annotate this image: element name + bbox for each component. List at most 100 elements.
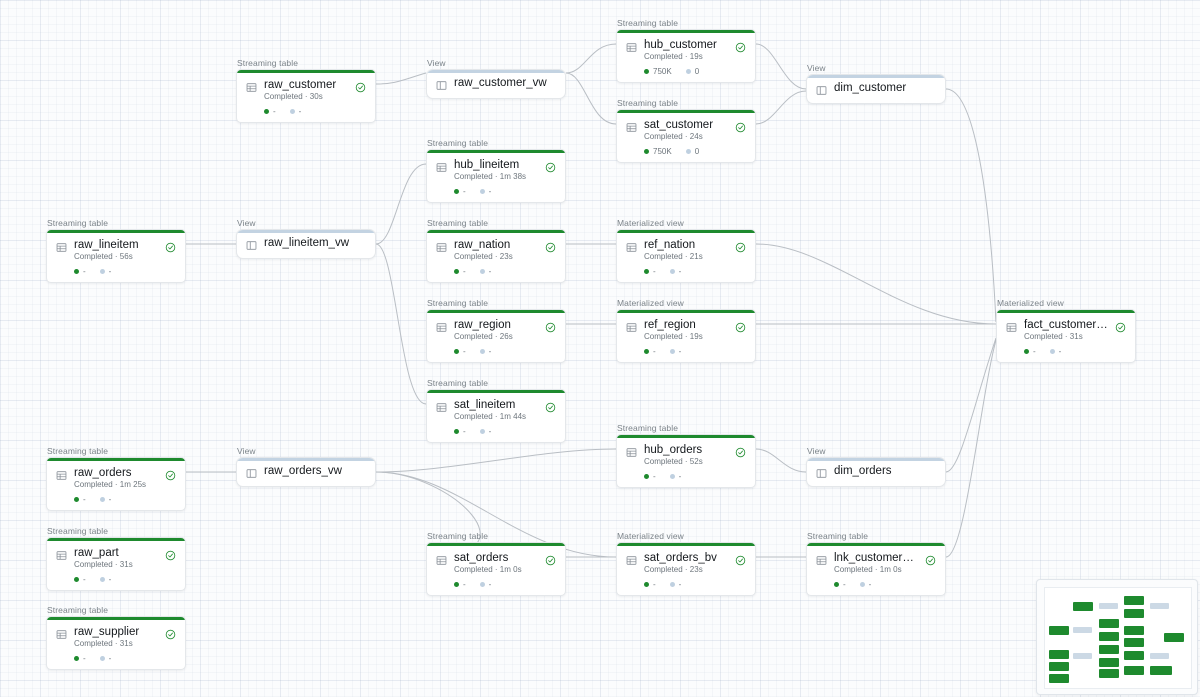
metric-rows-dropped-value: 0 [694,147,700,156]
minimap-viewport[interactable] [1044,587,1192,689]
node-status-bar [47,230,185,233]
metric-rows-dropped: - [99,267,111,276]
node-card[interactable]: lnk_customer_ord...Completed · 1m 0s-- [806,542,946,596]
node-metrics: -- [617,574,755,589]
blue-dot-icon [1049,349,1055,354]
node-metrics: -- [47,261,185,276]
metric-rows-written-value: - [83,654,86,663]
metric-rows-written: - [264,107,276,116]
graph-node-fact_customer_or[interactable]: Materialized viewfact_customer_or...Comp… [996,298,1136,363]
table-icon [626,40,637,52]
metric-rows-dropped-value: 0 [694,67,700,76]
node-header-row: raw_orders [47,458,185,480]
node-card[interactable]: fact_customer_or...Completed · 31s-- [996,309,1136,363]
metric-rows-written-value: - [463,187,466,196]
node-card[interactable]: raw_lineitem_vw [236,229,376,259]
metric-rows-written: 750K [644,147,672,156]
node-title: hub_customer [644,39,717,51]
node-type-label: Streaming table [427,138,489,148]
table-icon [246,80,257,92]
node-metrics: -- [617,341,755,356]
node-header-row: raw_customer_vw [427,70,565,90]
blue-dot-icon [479,582,485,587]
check-circle-icon [735,120,746,132]
metric-rows-dropped-value: - [678,267,682,276]
node-status-bar [807,75,945,78]
node-header-row: raw_region [427,310,565,332]
minimap-node [1073,653,1092,659]
metric-rows-written: - [74,267,86,276]
minimap[interactable] [1036,579,1198,695]
node-title: raw_supplier [74,626,140,638]
node-header-row: sat_customer [617,110,755,132]
node-card[interactable]: dim_orders [806,457,946,487]
view-icon [816,83,827,95]
node-title: sat_orders [454,552,509,564]
node-header-row: raw_customer [237,70,375,92]
blue-dot-icon [669,582,675,587]
node-header-row: raw_part [47,538,185,560]
node-status-text: Completed · 23s [644,565,703,574]
node-type-label: View [807,63,826,73]
node-card[interactable]: raw_orders_vw [236,457,376,487]
metric-rows-dropped-value: - [678,580,682,589]
table-icon [626,320,637,332]
node-status-text: Completed · 23s [454,252,513,261]
node-card[interactable]: raw_customer_vw [426,69,566,99]
minimap-node [1150,653,1169,659]
graph-node-lnk_customer_ord[interactable]: Streaming tablelnk_customer_ord...Comple… [806,531,946,596]
check-circle-icon [925,553,936,565]
metric-rows-dropped: - [479,347,492,356]
check-circle-icon [545,400,556,412]
metric-rows-dropped: 0 [685,147,700,156]
minimap-node [1099,619,1119,628]
metric-rows-dropped-value: - [488,347,492,356]
node-status-bar [807,458,945,461]
node-status-bar [427,70,565,73]
metric-rows-written: - [74,495,86,504]
node-card[interactable]: dim_customer [806,74,946,104]
node-metrics: -- [427,261,565,276]
node-status-text: Completed · 1m 38s [454,172,527,181]
metric-rows-written: - [454,187,466,196]
table-icon [1006,320,1017,332]
